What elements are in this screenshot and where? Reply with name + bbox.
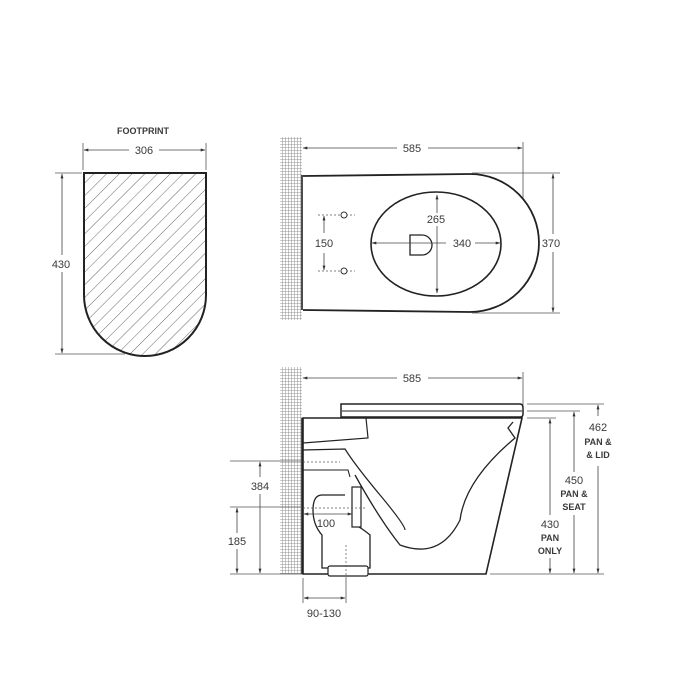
plan-length-label: 585 [403,143,421,155]
setout-label: 90-130 [307,608,341,620]
side-length-label: 585 [403,373,421,385]
trapway-curve [354,421,516,550]
height-430-caption-2: ONLY [538,546,562,556]
plan-width-label: 370 [542,238,560,250]
inlet-height-label: 384 [251,481,269,493]
footprint-width-label: 306 [135,145,153,157]
fixing-hole-icon [340,211,348,219]
height-430-value: 430 [541,519,559,531]
footprint-view: FOOTPRINT 306 430 [52,126,207,357]
wall-hatch-side [280,367,302,574]
bowl-length-label: 340 [453,238,471,250]
height-450-caption-2: SEAT [562,502,586,512]
height-450-value: 450 [565,475,583,487]
bowl-width-label: 265 [427,214,445,226]
side-view: 585 100 384 185 90-130 [228,367,612,620]
fixing-hole-icon [340,267,348,275]
height-430-caption-1: PAN [541,533,559,543]
height-462-value: 462 [589,422,607,434]
footprint-shape [83,172,207,357]
outlet-shape [409,234,433,256]
footprint-depth-label: 430 [52,259,70,271]
wall-hatch-plan [280,137,302,320]
footprint-title: FOOTPRINT [117,126,169,136]
plan-view: 585 265 340 150 370 [280,137,560,320]
outlet-height-label: 185 [228,536,246,548]
height-462-caption-2: & LID [586,450,610,460]
height-462-caption-1: PAN & [584,437,612,447]
fixing-spacing-label: 150 [315,238,333,250]
outlet-projection-label: 100 [317,518,335,530]
bowl-outline [370,191,502,297]
height-450-caption-1: PAN & [560,489,588,499]
